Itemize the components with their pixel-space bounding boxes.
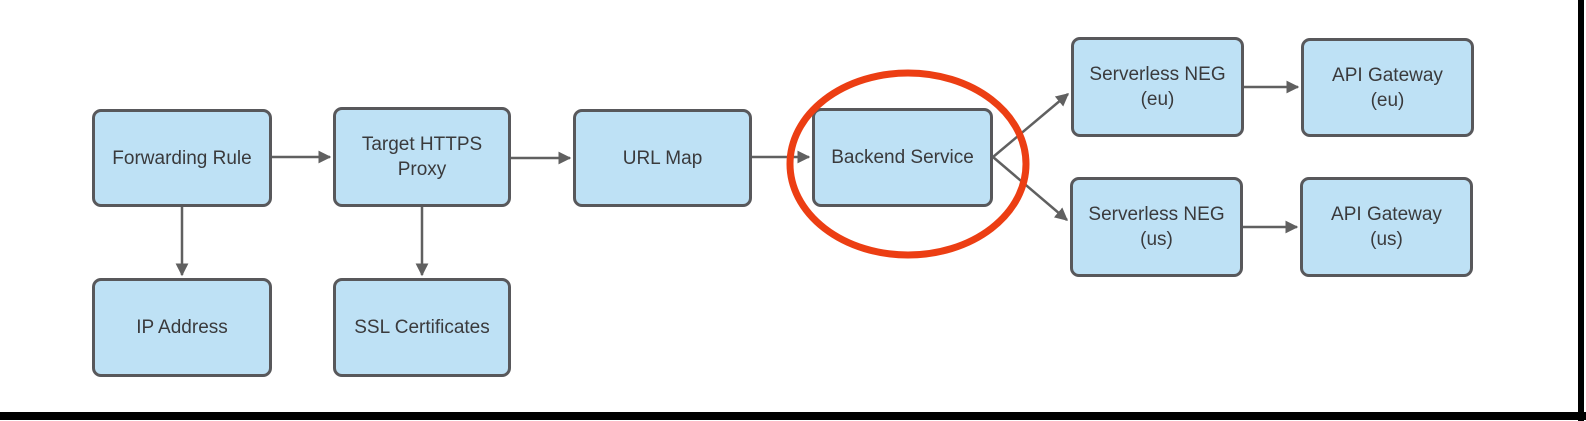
node-label: Target HTTPS Proxy bbox=[361, 134, 483, 180]
node-label: URL Map bbox=[622, 147, 703, 169]
node-forwarding-rule: Forwarding Rule bbox=[92, 109, 272, 207]
node-label: IP Address bbox=[136, 317, 228, 338]
node-serverless-neg-eu: Serverless NEG (eu) bbox=[1071, 37, 1244, 137]
node-serverless-neg-us: Serverless NEG (us) bbox=[1070, 177, 1243, 277]
node-label: Forwarding Rule bbox=[112, 147, 252, 169]
node-label: Backend Service bbox=[831, 147, 974, 168]
node-api-gateway-eu: API Gateway (eu) bbox=[1301, 38, 1474, 137]
node-label: API Gateway (us) bbox=[1331, 204, 1442, 250]
node-url-map: URL Map bbox=[573, 109, 752, 207]
node-label: Serverless NEG (eu) bbox=[1089, 64, 1226, 110]
node-backend-service: Backend Service bbox=[812, 108, 993, 207]
node-label: API Gateway (eu) bbox=[1332, 64, 1443, 111]
node-target-https-proxy: Target HTTPS Proxy bbox=[333, 107, 511, 207]
edge-backendservice-serverlessnegus bbox=[992, 156, 1068, 221]
edge-backendservice-serverlessnegeu bbox=[992, 93, 1069, 158]
node-api-gateway-us: API Gateway (us) bbox=[1300, 177, 1473, 277]
frame-right-bar bbox=[1578, 0, 1584, 421]
node-label: Serverless NEG (us) bbox=[1088, 204, 1225, 250]
node-ssl-certificates: SSL Certificates bbox=[333, 278, 511, 377]
node-ip-address: IP Address bbox=[92, 278, 272, 377]
node-label: SSL Certificates bbox=[354, 317, 490, 338]
frame-bottom-bar bbox=[0, 412, 1586, 420]
